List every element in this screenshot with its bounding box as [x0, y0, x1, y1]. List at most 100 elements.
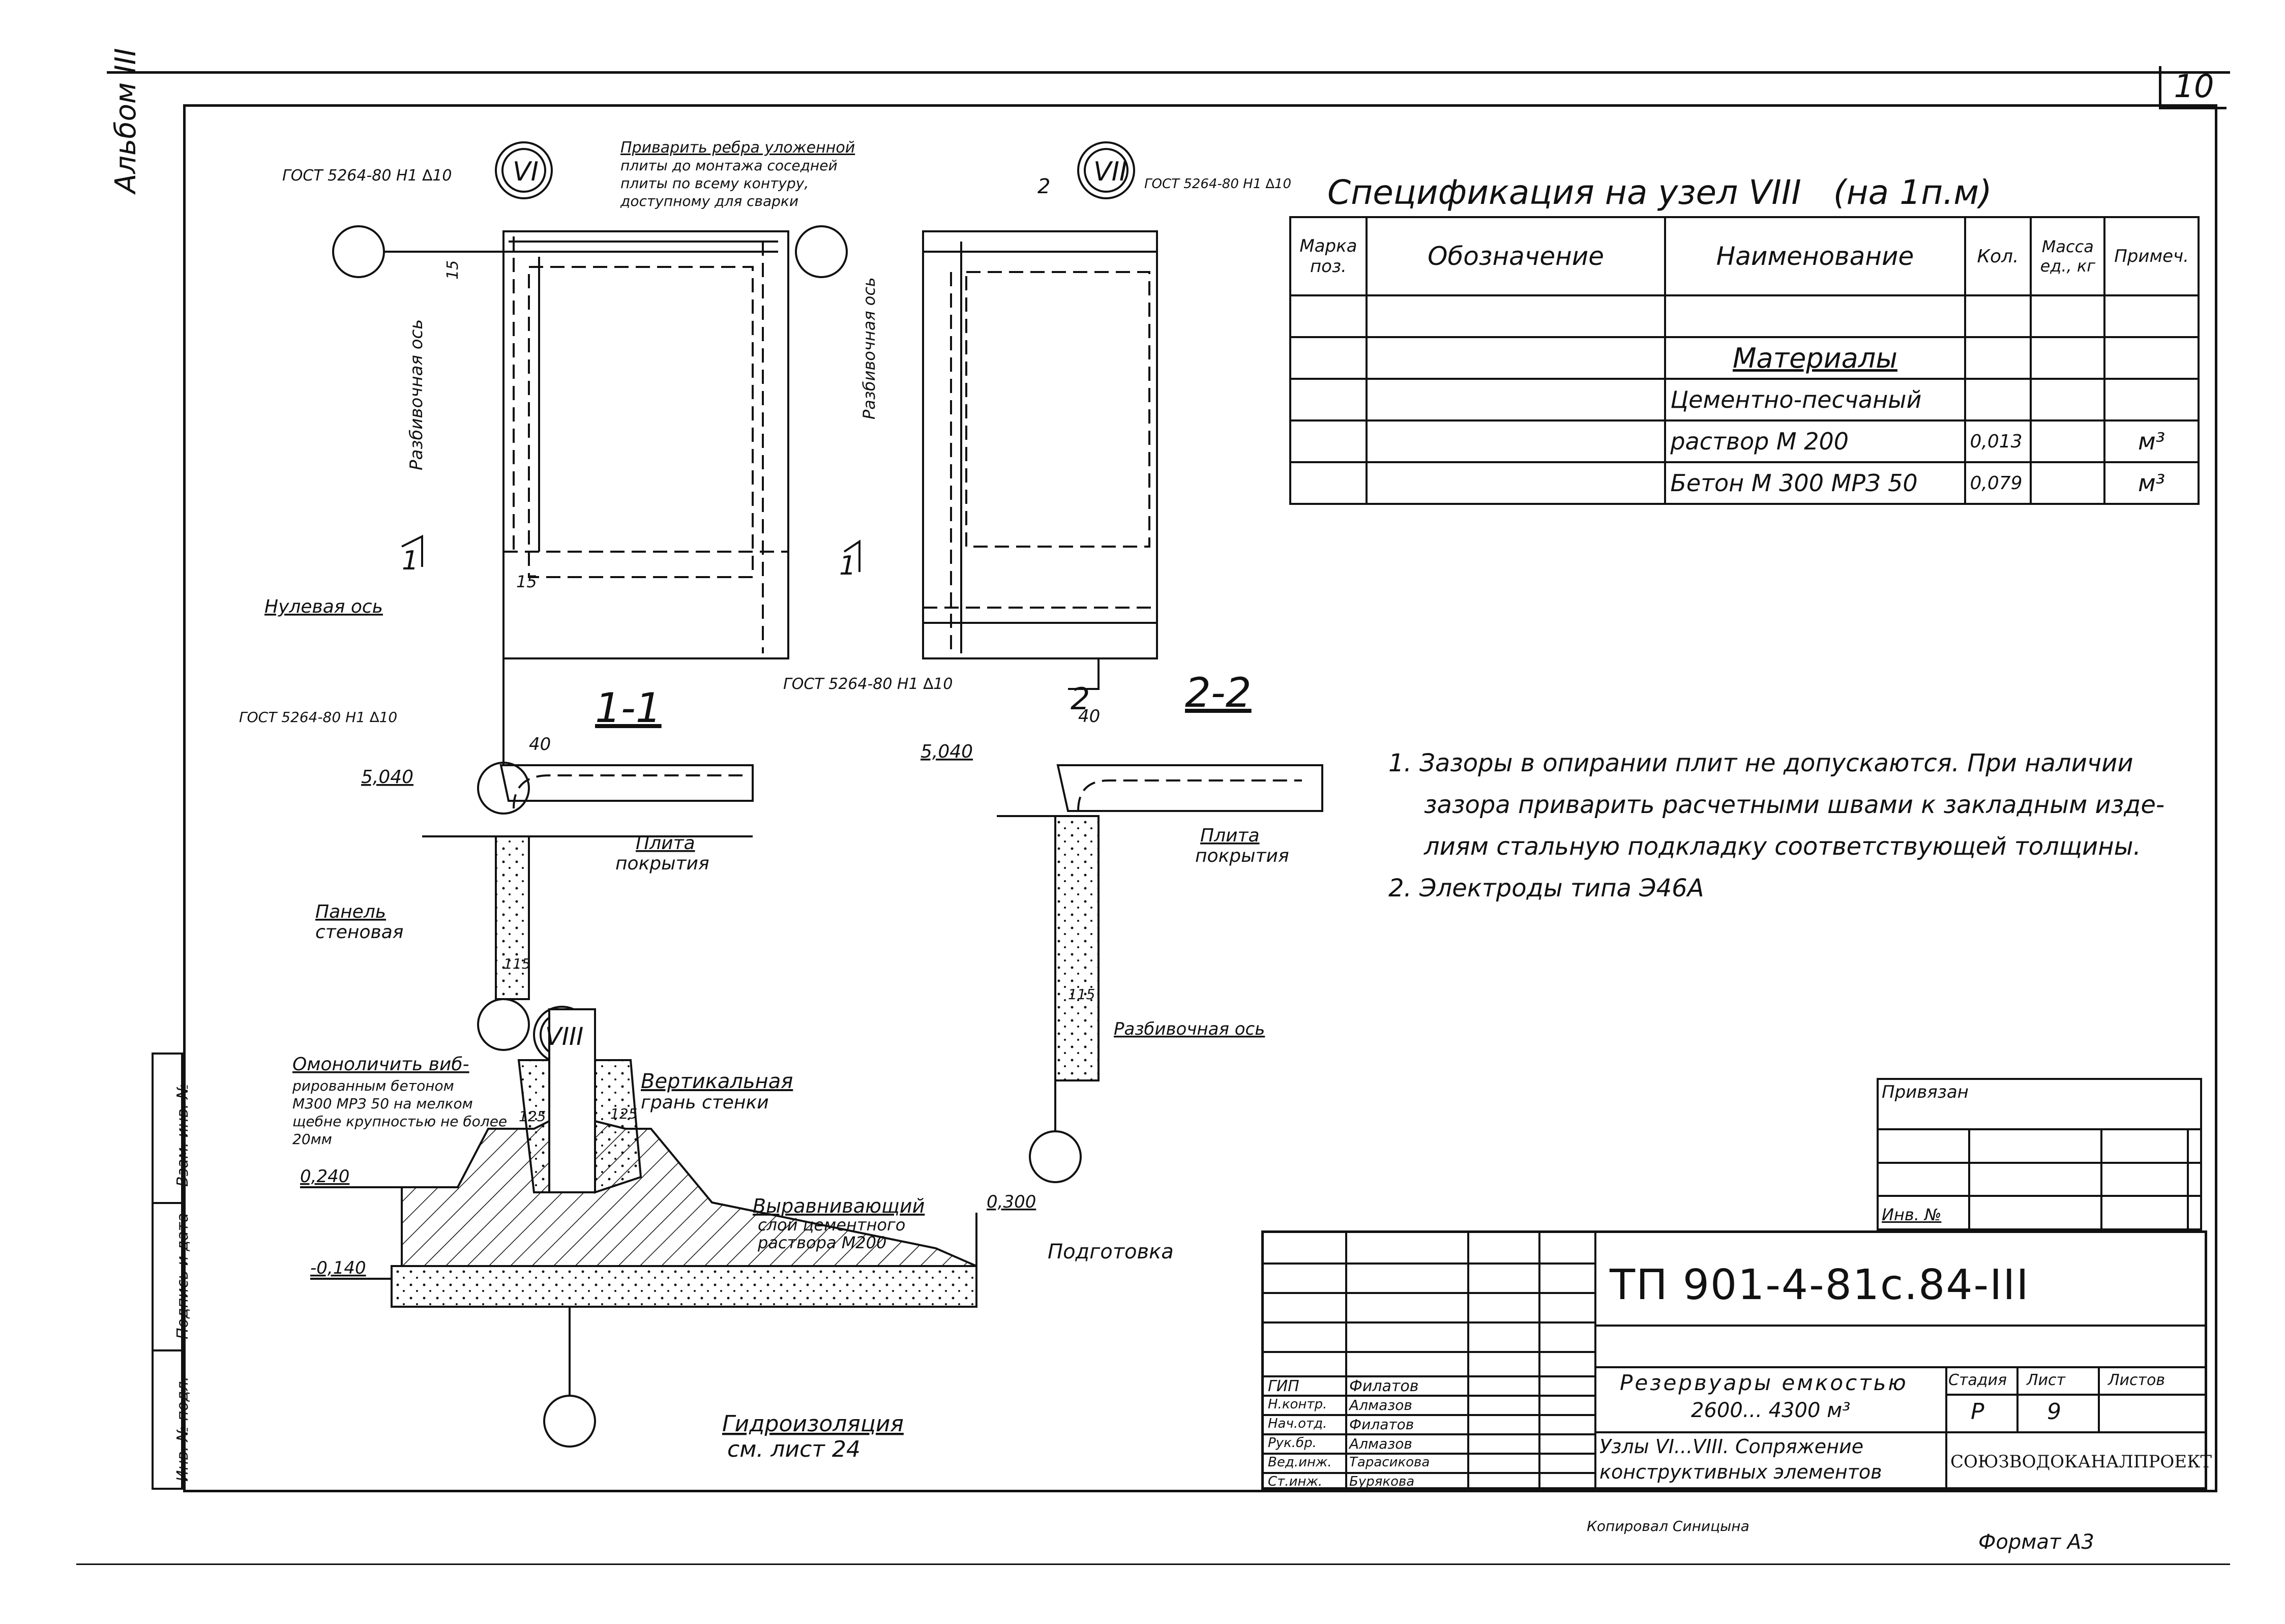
plate-label: Плита: [1200, 825, 1260, 846]
spec-cell: Бетон М 300 МРЗ 50: [1664, 461, 1966, 505]
section-title-2-2: 2-2: [1185, 669, 1252, 716]
spec-cell: [1289, 378, 1368, 422]
spec-cell: м³: [2103, 461, 2200, 505]
spec-header: Примеч.: [2103, 216, 2200, 296]
spec-cell: [1964, 378, 2032, 422]
title-name-2: 2600... 4300 м³: [1691, 1399, 1851, 1422]
role-name: Вед.инж.: [1268, 1455, 1332, 1470]
dim-125: 125: [519, 1108, 546, 1125]
spec-cell: [2103, 294, 2200, 338]
node-marker-6: [495, 141, 553, 199]
role-name: Н.контр.: [1268, 1397, 1327, 1412]
elev-0300: 0,300: [987, 1192, 1036, 1212]
stage-header: Стадия: [1948, 1371, 2007, 1389]
weld-note: плиты до монтажа соседней: [620, 157, 838, 174]
weld-note: Приварить ребра уложенной: [620, 139, 855, 157]
title-name-4: конструктивных элементов: [1599, 1461, 1882, 1483]
privyazan-block: Привязан Инв. №: [1877, 1077, 2202, 1230]
monolith-note: щебне крупностью не более: [292, 1113, 507, 1130]
plate-label: Плита: [636, 833, 695, 854]
panel-label: Панель: [315, 901, 386, 922]
axis-bubble: [477, 998, 530, 1051]
dim-125: 125: [610, 1105, 637, 1122]
spec-cell: [2103, 336, 2200, 380]
axis-bubble: [795, 225, 848, 278]
sheet-header: Лист: [2027, 1371, 2066, 1389]
axis-label-vertical: Разбивочная ось: [859, 277, 879, 419]
vertical-edge-label: грань стенки: [641, 1092, 769, 1113]
axis-label: Разбивочная ось: [1114, 1019, 1265, 1039]
gost-label: ГОСТ 5264-80 Н1 ∆10: [783, 675, 953, 693]
spec-row: Цементно-песчаный: [1289, 378, 2200, 422]
note-line: 2. Электроды типа Э46А: [1388, 874, 1704, 903]
spec-cell: [2030, 378, 2106, 422]
copied-by: Копировал Синицына: [1587, 1518, 1749, 1535]
privyazan-table: [1877, 1077, 2202, 1230]
note-line: 1. Зазоры в опирании плит не допускаются…: [1388, 749, 2133, 777]
section-mark-2: 2: [1071, 681, 1090, 717]
weld-note: плиты по всему контуру,: [620, 175, 809, 192]
dim-2: 2: [1037, 175, 1050, 198]
plate-outline: [502, 230, 789, 659]
dim-15: 15: [444, 260, 462, 280]
spec-cell: 0,013: [1964, 419, 2032, 463]
person-name: Алмазов: [1349, 1397, 1412, 1414]
dim-115: 115: [503, 955, 530, 972]
weld-note: доступному для сварки: [620, 193, 798, 209]
title-name-1: Резервуары емкостью: [1620, 1370, 1908, 1395]
section-mark-1: 1: [839, 551, 856, 581]
elev-5040: 5,040: [361, 767, 413, 788]
spec-title: Спецификация на узел VIII (на 1п.м): [1327, 173, 1992, 212]
spec-cell: [1365, 336, 1667, 380]
top-border-line: [107, 71, 2230, 74]
elev-5040: 5,040: [921, 741, 973, 762]
dim-40: 40: [529, 734, 551, 755]
spec-cell: [1365, 461, 1667, 505]
waterproof-label: см. лист 24: [727, 1436, 860, 1462]
axis-label-vertical: Разбивочная ось: [406, 319, 427, 470]
spec-cell: [2103, 378, 2200, 422]
spec-cell: 0,079: [1964, 461, 2032, 505]
spec-cell: [1365, 378, 1667, 422]
note-line: зазора приварить расчетными швами к закл…: [1424, 791, 2165, 819]
spec-cell: [1664, 294, 1966, 338]
panel-label: стеновая: [315, 922, 403, 943]
spec-header: Кол.: [1964, 216, 2032, 296]
axis-bubble: [1029, 1130, 1082, 1183]
person-name: Бурякова: [1349, 1474, 1415, 1489]
drawing-canvas: VI VII VIII ГОСТ 5264-80 Н1 ∆10 ГОСТ 526…: [239, 139, 1323, 1462]
axis-bubble: [332, 225, 385, 278]
node-label-8: VIII: [545, 1022, 583, 1051]
title-block: ГИП Филатов Н.контр. Алмазов Нач.отд. Фи…: [1261, 1230, 2212, 1490]
drawing-code: ТП 901-4-81с.84-III: [1610, 1261, 2030, 1309]
panel-section: [495, 835, 530, 1000]
monolith-note: М300 МРЗ 50 на мелком: [292, 1095, 473, 1112]
monolith-note: рированным бетоном: [292, 1077, 454, 1094]
spec-row: Материалы: [1289, 336, 2200, 380]
monolith-note: 20мм: [292, 1131, 332, 1148]
zero-axis-label: Нулевая ось: [264, 596, 383, 617]
spec-cell: м³: [2103, 419, 2200, 463]
vertical-edge-label: Вертикальная: [641, 1070, 793, 1093]
person-name: Филатов: [1349, 1377, 1419, 1395]
role-name: Рук.бр.: [1268, 1435, 1317, 1451]
role-name: Ст.инж.: [1268, 1474, 1323, 1489]
bottom-line: [76, 1563, 2230, 1565]
format-label: Формат А3: [1978, 1530, 2094, 1554]
elev-0240: 0,240: [300, 1166, 349, 1187]
leveling-label: раствора М200: [757, 1233, 886, 1252]
spec-cell: [2030, 294, 2106, 338]
node-marker-7: [1077, 141, 1135, 199]
note-line: лиям стальную подкладку соответствующей …: [1424, 832, 2141, 861]
spec-cell: [1289, 294, 1368, 338]
spec-header: Обозначение: [1365, 216, 1667, 296]
spec-cell: [1365, 294, 1667, 338]
spec-header: Наименование: [1664, 216, 1966, 296]
spec-header: Марка поз.: [1289, 216, 1368, 296]
person-name: Филатов: [1349, 1416, 1414, 1433]
org-name: СОЮЗВОДОКАНАЛПРОЕКТ: [1950, 1452, 2212, 1472]
axis-bubble: [543, 1395, 596, 1448]
title-name-3: Узлы VI...VIII. Сопряжение: [1599, 1435, 1864, 1458]
